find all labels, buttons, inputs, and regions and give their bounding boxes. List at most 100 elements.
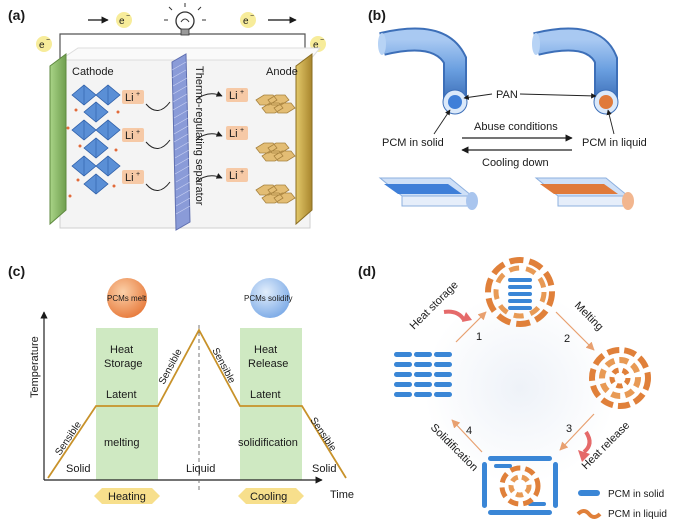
cooling-label: Cooling (250, 491, 287, 503)
pcm-liquid-label: PCM in liquid (582, 137, 647, 149)
solidification-label: solidification (238, 437, 298, 449)
li-ion-tag: Li + (226, 88, 248, 102)
fiber-cross-section-liquid (534, 177, 634, 210)
sensible-label-1: Sensible (53, 419, 84, 457)
svg-text:+: + (136, 171, 140, 178)
li-ion-tag: Li + (226, 126, 248, 140)
li-ion-tag: Li + (122, 128, 144, 142)
solid-label-right: Solid (312, 463, 336, 475)
pcm-liquid-right (589, 347, 651, 409)
cooling-double-arrow (238, 488, 304, 504)
svg-text:+: + (240, 89, 244, 96)
ion-path-arrow (145, 101, 171, 111)
ion-path-arrow (145, 139, 171, 149)
pcms-melt-label: PCMs melt (107, 294, 147, 303)
ion-path-arrow (145, 181, 171, 191)
electron-tag: e − (116, 12, 132, 28)
latent-label-cooling: Latent (250, 389, 281, 401)
li-ion-tag: Li + (122, 170, 144, 184)
legend-liquid-label: PCM in liquid (608, 509, 667, 520)
abuse-conditions-label: Abuse conditions (474, 121, 558, 133)
electron-tag: e − (240, 12, 256, 28)
step-3-number: 3 (566, 423, 572, 435)
step-4-arrow (451, 419, 483, 453)
step-3-arrow (559, 413, 595, 451)
heating-double-arrow (94, 488, 160, 504)
step-1-number: 1 (476, 331, 482, 343)
ion-path-arrow (195, 173, 223, 183)
svg-text:Li: Li (125, 130, 134, 142)
solid-label-left: Solid (66, 463, 90, 475)
pcm-solid-pointer (433, 109, 451, 135)
heat-storage-zone (96, 328, 158, 480)
legend-liquid-swatch (576, 509, 602, 519)
pcms-melt-sphere (107, 278, 147, 318)
svg-text:Li: Li (125, 172, 134, 184)
step-4-number: 4 (466, 425, 472, 437)
sensible-label-4: Sensible (308, 416, 339, 454)
heat-storage-label-2: Storage (104, 358, 143, 370)
fiber-liquid-pcm (532, 27, 619, 115)
cathode-label: Cathode (72, 66, 114, 78)
svg-text:Li: Li (229, 90, 238, 102)
li-ion-tag: Li + (226, 168, 248, 182)
anode-label: Anode (266, 66, 298, 78)
heat-out-arrow (582, 430, 592, 454)
svg-text:Li: Li (125, 92, 134, 104)
separator-label: Thermo-regulating separator (193, 66, 205, 206)
svg-text:+: + (136, 91, 140, 98)
thermo-regulating-separator (171, 53, 191, 231)
heat-storage-label-1: Heat (110, 344, 133, 356)
svg-text:e: e (313, 40, 319, 51)
liquid-label: Liquid (186, 463, 215, 475)
step-1-arrow (455, 311, 487, 343)
heat-in-arrow (443, 309, 466, 322)
svg-text:Li: Li (229, 170, 238, 182)
x-axis-label: Time (330, 489, 354, 501)
pan-pointer-arrow (519, 93, 597, 99)
svg-text:e: e (119, 16, 125, 27)
svg-text:e: e (243, 16, 249, 27)
li-ion-tag: Li + (122, 90, 144, 104)
pcm-liquid-pointer (606, 109, 615, 135)
cycle-background (424, 292, 616, 484)
panel-c: (c) PCMs melt PCMs solidify Temperature … (8, 263, 354, 504)
anode-plate (295, 53, 313, 226)
svg-text:−: − (320, 37, 324, 44)
svg-text:−: − (126, 13, 130, 20)
lightbulb-icon (164, 3, 206, 36)
pan-pointer-arrow (463, 93, 493, 100)
graphite-anode-layers (255, 94, 296, 204)
step-2-arrow (555, 311, 595, 351)
panel-b: (b) PAN PCM in solid PCM in liquid Abuse… (368, 7, 647, 210)
panel-d-label: (d) (358, 263, 376, 279)
pcm-composite-top (485, 257, 555, 327)
pcm-composite-bottom (482, 456, 558, 515)
pcm-solid-left (394, 352, 452, 397)
ion-path-arrow (195, 91, 223, 101)
panel-a-label: (a) (8, 7, 25, 23)
panel-a: (a) e − e − e − (8, 3, 326, 231)
heat-release-label-2: Release (248, 358, 288, 370)
legend-solid-label: PCM in solid (608, 489, 664, 500)
latent-label-heating: Latent (106, 389, 137, 401)
svg-text:+: + (136, 129, 140, 136)
step-2-number: 2 (564, 333, 570, 345)
svg-text:+: + (240, 169, 244, 176)
svg-text:−: − (250, 13, 254, 20)
heat-release-zone (240, 328, 302, 480)
cathode-plate (49, 53, 67, 226)
pcms-solidify-label: PCMs solidify (244, 294, 292, 303)
melting-label: melting (104, 437, 139, 449)
temperature-curve (47, 328, 347, 479)
svg-text:+: + (240, 127, 244, 134)
pan-label: PAN (496, 89, 518, 101)
y-axis-label: Temperature (29, 336, 41, 398)
heating-label: Heating (108, 491, 146, 503)
pcms-solidify-sphere (250, 278, 290, 318)
svg-text:−: − (46, 37, 50, 44)
fiber-cross-section-solid (378, 177, 478, 210)
electron-tag: e − (36, 36, 52, 52)
panel-c-label: (c) (8, 263, 25, 279)
